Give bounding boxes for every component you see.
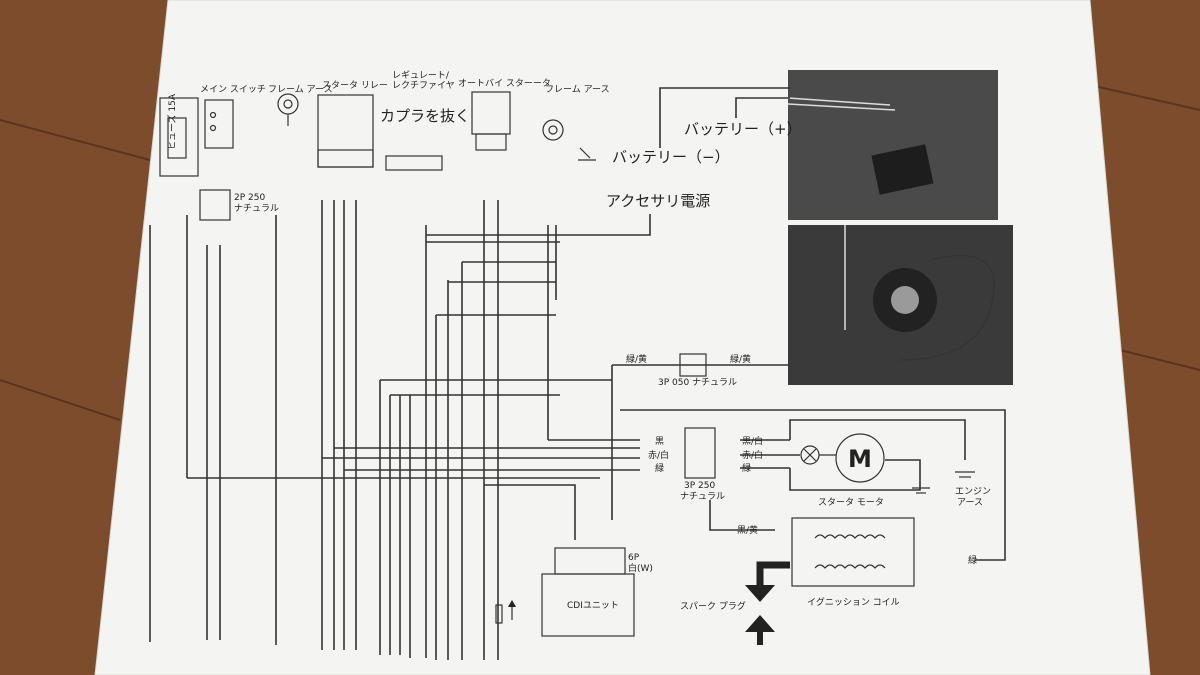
regulator-label-2: レクチファイヤ bbox=[392, 80, 455, 91]
regulator-coupler-icon bbox=[385, 155, 443, 171]
main-switch-label: メイン スイッチ bbox=[200, 84, 266, 95]
cdi-connector-6p bbox=[554, 547, 626, 575]
main-switch-icon bbox=[204, 99, 234, 149]
wire-label-green-2: 緑 bbox=[742, 462, 751, 474]
spark-arrow-down-icon bbox=[745, 585, 775, 602]
starter-relay-label: スタータ リレー bbox=[322, 80, 388, 91]
ground-icon bbox=[579, 147, 591, 159]
auto-starter-label: オートバイ スターータ bbox=[458, 78, 551, 89]
spark-plug-label: スパーク プラグ bbox=[680, 600, 746, 612]
connector-3p050-label: 3P 050 ナチュラル bbox=[658, 377, 737, 388]
connector-2p250-left-label-1: 2P 250 bbox=[234, 193, 265, 203]
wire-label-green-yellow-2: 緑/黄 bbox=[730, 353, 751, 365]
connector-3p250-label-1: 3P 250 bbox=[684, 481, 715, 491]
motor-symbol: M bbox=[848, 445, 872, 473]
accessory-power-note: アクセサリ電源 bbox=[606, 192, 710, 210]
connector-2p250-left-label-2: ナチュラル bbox=[234, 203, 279, 214]
frame-earth-label-2: フレーム アース bbox=[545, 84, 610, 95]
battery-plus-note: バッテリー（+） bbox=[684, 120, 802, 138]
fuse-label: ヒューズ 15A bbox=[166, 93, 178, 150]
starter-motor-icon bbox=[835, 433, 885, 483]
wire-label-black-yellow: 黒/黄 bbox=[737, 524, 758, 536]
ignition-coil-icon bbox=[791, 517, 915, 587]
connector-2p250-left bbox=[199, 189, 231, 221]
coupler-note: カプラを抜く bbox=[380, 107, 470, 125]
ignition-coil-label: イグニッション コイル bbox=[807, 596, 900, 608]
fuse-box bbox=[159, 97, 199, 177]
rectifier-photo bbox=[788, 70, 998, 220]
wire-label-green-3: 緑 bbox=[968, 554, 977, 566]
cdi-connector-label-2: 白(W) bbox=[628, 562, 653, 574]
wire-label-black: 黒 bbox=[655, 436, 664, 447]
wire-label-green: 緑 bbox=[655, 462, 664, 474]
frame-earth-label-1: フレーム アース bbox=[268, 84, 333, 95]
connector-3p250-label-2: ナチュラル bbox=[680, 491, 725, 502]
regulator-label-1: レギュレート/ bbox=[392, 70, 450, 81]
wire-label-black-white: 黒/白 bbox=[742, 435, 763, 447]
starter-motor-label: スタータ モータ bbox=[818, 497, 884, 508]
engine-earth-label-1: エンジン bbox=[955, 487, 991, 497]
spark-arrow-up-icon bbox=[745, 615, 775, 632]
frame-earth-terminal-icon-2 bbox=[542, 119, 564, 141]
wire-label-green-yellow-1: 緑/黄 bbox=[626, 353, 647, 365]
engine-earth-label-2: アース bbox=[957, 498, 983, 508]
connector-3p050 bbox=[679, 353, 707, 377]
cdi-unit-label: CDIユニット bbox=[567, 601, 619, 611]
wire-label-red-white: 赤/白 bbox=[648, 449, 669, 461]
cdi-connector-label-1: 6P bbox=[628, 553, 640, 563]
connector-3p250 bbox=[684, 427, 716, 479]
battery-minus-note: バッテリー（−） bbox=[612, 148, 730, 166]
wire-label-red-white-2: 赤/白 bbox=[742, 449, 763, 461]
